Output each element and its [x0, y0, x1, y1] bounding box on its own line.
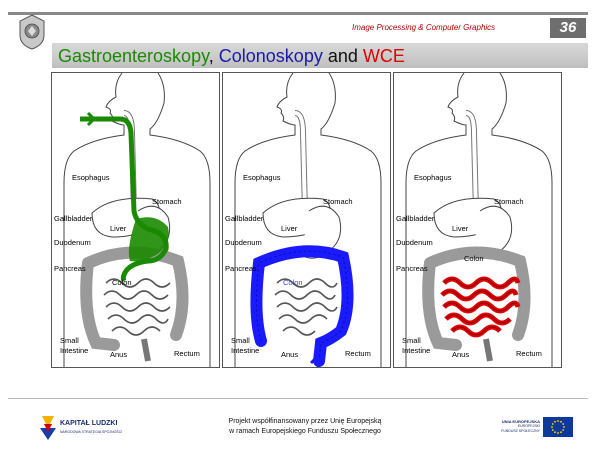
label-small: Small: [402, 336, 421, 345]
anatomy-diagram-colon: Esophagus Stomach Gallbladder Liver Duod…: [223, 73, 390, 367]
label-liver: Liver: [110, 224, 127, 233]
label-gallbladder: Gallbladder: [225, 214, 264, 223]
title-wce: WCE: [363, 46, 405, 66]
label-stomach: Stomach: [152, 197, 182, 206]
label-duodenum: Duodenum: [396, 238, 433, 247]
label-rectum: Rectum: [174, 349, 200, 358]
label-esophagus: Esophagus: [72, 173, 110, 182]
title-separator-1: ,: [209, 46, 219, 66]
slide-title: Gastroenteroskopy, Colonoskopy and WCE: [58, 46, 405, 67]
label-pancreas: Pancreas: [54, 264, 86, 273]
label-gallbladder: Gallbladder: [396, 214, 435, 223]
footer-line-2: w ramach Europejskiego Funduszu Społeczn…: [195, 427, 415, 437]
panel-wce: Esophagus Stomach Gallbladder Liver Duod…: [393, 72, 562, 368]
footer-rule: [8, 398, 588, 399]
label-colon: Colon: [112, 278, 132, 287]
insertion-arrow-icon: [80, 113, 94, 125]
title-colonoskopy: Colonoskopy: [219, 46, 323, 66]
anatomy-diagram-wce: Esophagus Stomach Gallbladder Liver Duod…: [394, 73, 561, 367]
eu-flag-icon: [543, 417, 573, 437]
course-title: Image Processing & Computer Graphics: [352, 23, 495, 32]
eu-line-2: FUNDUSZ SPOŁECZNY: [478, 429, 540, 434]
label-pancreas: Pancreas: [225, 264, 257, 273]
eu-caption: UNIA EUROPEJSKA EUROPEJSKI FUNDUSZ SPOŁE…: [478, 419, 540, 434]
kapital-ludzki-name: KAPITAŁ LUDZKI: [60, 420, 117, 427]
label-pancreas: Pancreas: [396, 264, 428, 273]
panel-gastroenteroskopy: Esophagus Stomach Gallbladder Liver Duod…: [51, 72, 220, 368]
label-intestine: Intestine: [60, 346, 88, 355]
header-rule: [8, 12, 588, 15]
label-duodenum: Duodenum: [54, 238, 91, 247]
footer-note: Projekt współfinansowany przez Unię Euro…: [195, 417, 415, 437]
university-logo-icon: [17, 13, 47, 51]
label-rectum: Rectum: [345, 349, 371, 358]
title-separator-2: and: [323, 46, 363, 66]
label-stomach: Stomach: [494, 197, 524, 206]
footer-line-1: Projekt współfinansowany przez Unię Euro…: [195, 417, 415, 427]
label-esophagus: Esophagus: [243, 173, 281, 182]
label-liver: Liver: [452, 224, 469, 233]
label-intestine: Intestine: [402, 346, 430, 355]
title-gastroenteroskopy: Gastroenteroskopy: [58, 46, 209, 66]
label-intestine: Intestine: [231, 346, 259, 355]
kapital-ludzki-logo-icon: [38, 414, 58, 442]
label-colon: Colon: [464, 254, 484, 263]
kapital-ludzki-subtitle: NARODOWA STRATEGIA SPÓJNOŚCI: [60, 430, 122, 434]
label-liver: Liver: [281, 224, 298, 233]
label-small: Small: [60, 336, 79, 345]
label-gallbladder: Gallbladder: [54, 214, 93, 223]
anatomy-diagram-gastro: Esophagus Stomach Gallbladder Liver Duod…: [52, 73, 219, 367]
label-anus: Anus: [110, 350, 127, 359]
page-number: 36: [550, 18, 586, 38]
label-rectum: Rectum: [516, 349, 542, 358]
label-anus: Anus: [452, 350, 469, 359]
label-esophagus: Esophagus: [414, 173, 452, 182]
label-small: Small: [231, 336, 250, 345]
label-stomach: Stomach: [323, 197, 353, 206]
label-anus: Anus: [281, 350, 298, 359]
label-colon: Colon: [283, 278, 303, 287]
label-duodenum: Duodenum: [225, 238, 262, 247]
panel-colonoskopy: Esophagus Stomach Gallbladder Liver Duod…: [222, 72, 391, 368]
